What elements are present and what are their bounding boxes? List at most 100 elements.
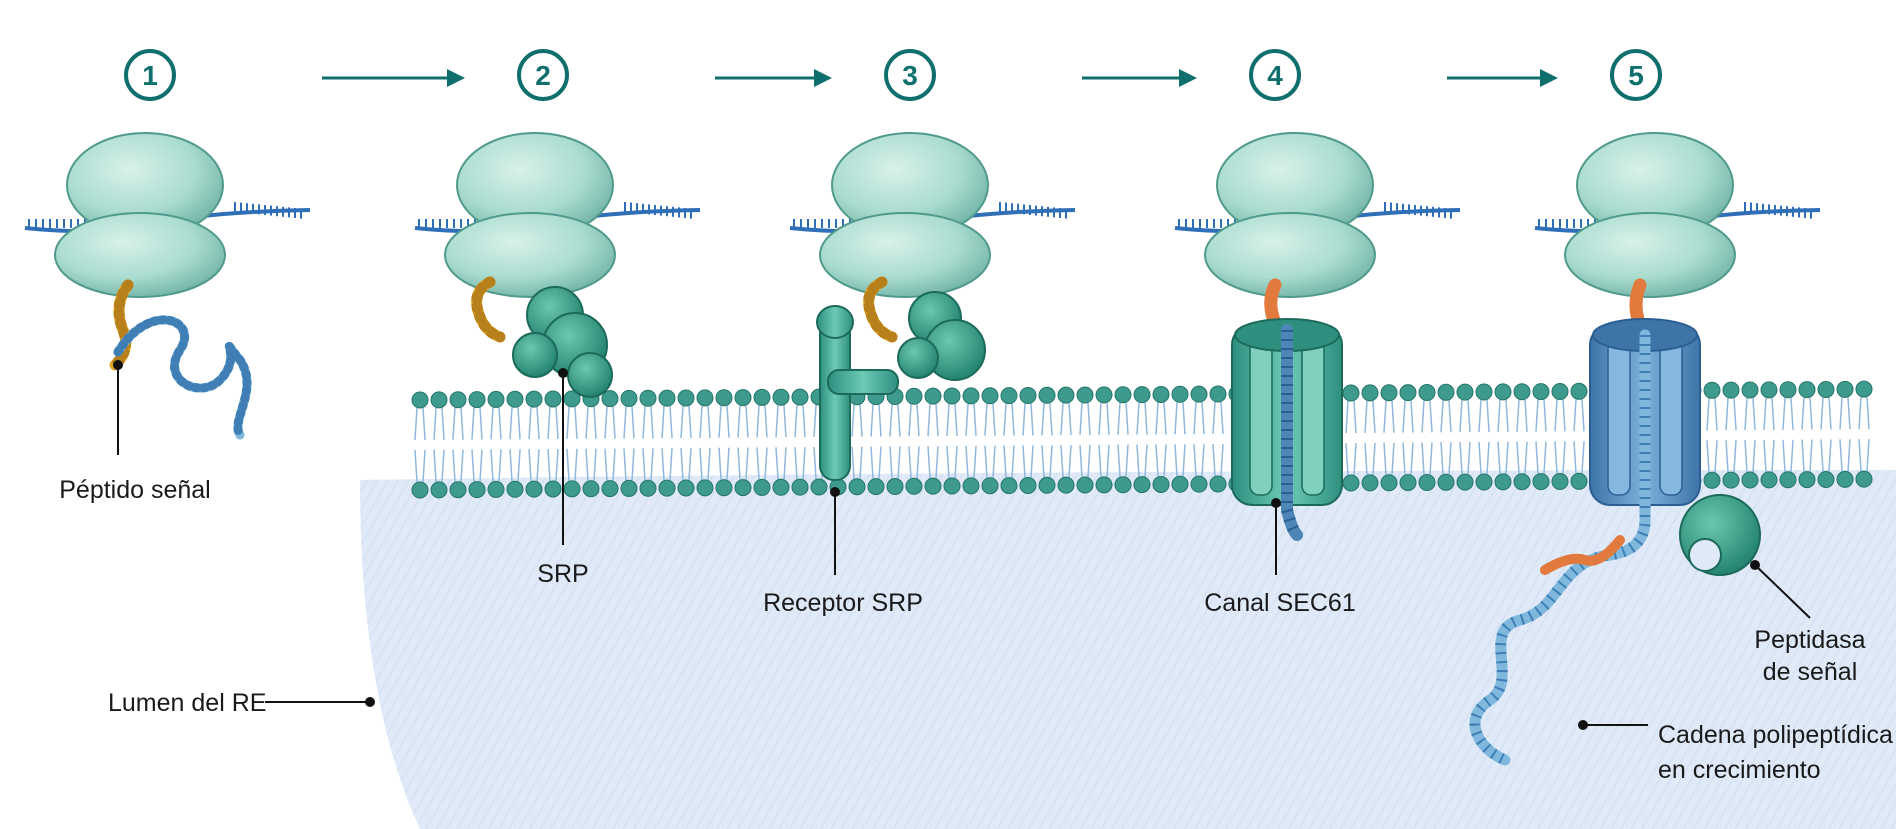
ribosome-5 xyxy=(1534,132,1821,298)
lipid-pair xyxy=(1855,380,1873,488)
lipid-head xyxy=(696,389,714,407)
lipid-pair xyxy=(487,390,505,498)
lipid-head xyxy=(1380,384,1398,402)
ribosome-small-subunit xyxy=(1564,212,1736,298)
lipid-pair xyxy=(1380,384,1398,492)
lipid-head xyxy=(1551,382,1569,400)
lipid-head xyxy=(905,387,923,405)
lipid-head xyxy=(696,479,714,497)
lipid-head xyxy=(487,390,505,408)
lipid-head xyxy=(1095,476,1113,494)
lipid-head xyxy=(1456,473,1474,491)
lipid-head xyxy=(1076,386,1094,404)
label-signal-peptide: Péptido señal xyxy=(59,360,211,504)
lipid-head xyxy=(601,390,619,408)
label-signal-peptidase: Peptidasa de señal xyxy=(1750,560,1866,686)
lipid-head xyxy=(1855,470,1873,488)
lipid-pair xyxy=(981,387,999,495)
lipid-head xyxy=(981,477,999,495)
lipid-head xyxy=(449,391,467,409)
lipid-head xyxy=(1342,384,1360,402)
ribosome-3 xyxy=(789,132,1076,298)
lipid-head xyxy=(1019,386,1037,404)
lipid-head xyxy=(1494,473,1512,491)
lipid-head xyxy=(962,387,980,405)
svg-text:Péptido señal: Péptido señal xyxy=(59,476,211,504)
lipid-head xyxy=(791,388,809,406)
lipid-head xyxy=(1798,381,1816,399)
lipid-head xyxy=(1798,471,1816,489)
lipid-head xyxy=(506,480,524,498)
lipid-pair xyxy=(715,389,733,497)
lipid-head xyxy=(1741,471,1759,489)
lipid-head xyxy=(1437,473,1455,491)
step-4: 4 xyxy=(1249,49,1301,101)
lipid-head xyxy=(1152,385,1170,403)
lipid-head xyxy=(449,481,467,499)
lipid-pair xyxy=(1019,386,1037,494)
lipid-head xyxy=(1171,475,1189,493)
ribosome-small-subunit xyxy=(819,212,991,298)
lipid-head xyxy=(924,387,942,405)
label-er-lumen: Lumen del RE xyxy=(108,689,375,717)
lipid-head xyxy=(506,390,524,408)
lipid-head xyxy=(468,391,486,409)
srp-receptor xyxy=(816,305,899,481)
lipid-head xyxy=(639,479,657,497)
lipid-pair xyxy=(1209,385,1227,493)
lipid-head xyxy=(1038,476,1056,494)
lipid-head xyxy=(886,477,904,495)
lipid-head xyxy=(1418,383,1436,401)
lipid-pair xyxy=(1361,384,1379,492)
lipid-pair xyxy=(449,391,467,499)
lipid-head xyxy=(658,479,676,497)
lipid-pair xyxy=(544,390,562,498)
lipid-pair xyxy=(791,388,809,496)
lipid-head xyxy=(1475,473,1493,491)
lipid-pair xyxy=(563,390,581,498)
lipid-head xyxy=(1342,474,1360,492)
label-growing-polypeptide: Cadena polipeptídica en crecimiento xyxy=(1578,720,1893,784)
step-circle xyxy=(1610,49,1662,101)
step3-srp-receptor-complex xyxy=(816,276,986,481)
lipid-pair xyxy=(468,391,486,499)
lipid-pair xyxy=(1513,383,1531,491)
lipid-head xyxy=(1019,476,1037,494)
lipid-head xyxy=(1741,381,1759,399)
lipid-head xyxy=(1551,472,1569,490)
lipid-pair xyxy=(1817,380,1835,488)
lipid-head xyxy=(810,478,828,496)
lipid-pair xyxy=(1703,381,1721,489)
svg-text:de señal: de señal xyxy=(1763,658,1858,686)
lipid-pair xyxy=(1095,386,1113,494)
ribosomes xyxy=(24,132,1821,298)
lipid-pair xyxy=(1798,381,1816,489)
lipid-pair xyxy=(1190,385,1208,493)
lipid-pair xyxy=(430,391,448,499)
step-circle xyxy=(884,49,936,101)
lipid-head xyxy=(1038,386,1056,404)
ribosome-small-subunit xyxy=(444,212,616,298)
step4-sec61-channel xyxy=(1231,278,1343,541)
lipid-head xyxy=(867,478,885,496)
lipid-pair xyxy=(1779,381,1797,489)
signal-peptidase xyxy=(1679,494,1761,576)
step-circle xyxy=(124,49,176,101)
lipid-pair xyxy=(734,389,752,497)
srp-particle xyxy=(897,291,986,381)
lipid-head xyxy=(1000,477,1018,495)
lipid-head xyxy=(772,388,790,406)
svg-text:Receptor SRP: Receptor SRP xyxy=(763,589,923,617)
lipid-head xyxy=(962,477,980,495)
lipid-pair xyxy=(1760,381,1778,489)
step-number: 5 xyxy=(1628,60,1644,91)
lipid-head xyxy=(943,477,961,495)
lipid-head xyxy=(525,480,543,498)
lipid-head xyxy=(430,481,448,499)
lipid-head xyxy=(1494,383,1512,401)
lipid-pair xyxy=(753,388,771,496)
lipid-pair xyxy=(1437,383,1455,491)
lipid-head xyxy=(411,481,429,499)
lipid-head xyxy=(677,389,695,407)
